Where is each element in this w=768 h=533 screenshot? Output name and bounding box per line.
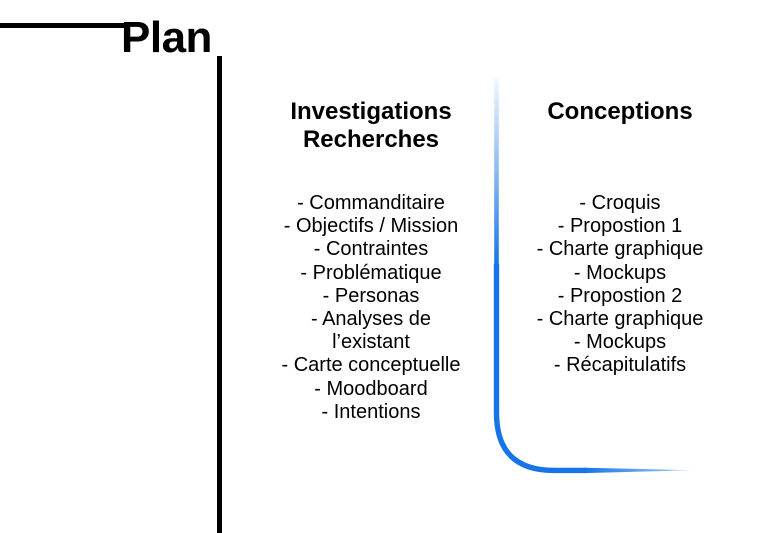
column-items-investigations: - Commanditaire - Objectifs / Mission - …	[279, 192, 463, 424]
list-item: - Personas	[322, 284, 420, 307]
list-item: - Commanditaire	[297, 192, 445, 214]
page-title: Plan	[121, 13, 212, 62]
list-item: - Mockups	[573, 331, 667, 354]
list-item: - Charte graphique	[536, 308, 704, 331]
list-item: - Problématique	[300, 261, 442, 284]
list-item: - Contraintes	[313, 238, 429, 261]
column-heading-investigations: Investigations Recherches	[290, 98, 452, 153]
list-item: - Intentions	[321, 400, 421, 423]
list-item: - Propostion 1	[557, 215, 683, 238]
list-item: - Objectifs / Mission	[283, 215, 459, 238]
column-heading-conceptions: Conceptions	[547, 98, 693, 125]
list-item: - Carte conceptuelle	[281, 354, 461, 377]
list-item: - Croquis	[579, 192, 661, 214]
list-item: - Charte graphique	[536, 238, 704, 261]
blue-taper-line	[584, 467, 697, 474]
list-item: - Mockups	[573, 261, 667, 284]
list-item: - Récapitulatifs	[553, 354, 687, 377]
top-rule-line	[0, 23, 129, 28]
list-item: - Moodboard	[314, 377, 428, 400]
list-item: - Analyses de l’existant	[310, 308, 432, 354]
column-items-conceptions: - Croquis - Propostion 1 - Charte graphi…	[528, 192, 712, 378]
list-item: - Propostion 2	[557, 284, 683, 307]
vertical-rule-line	[217, 56, 222, 533]
